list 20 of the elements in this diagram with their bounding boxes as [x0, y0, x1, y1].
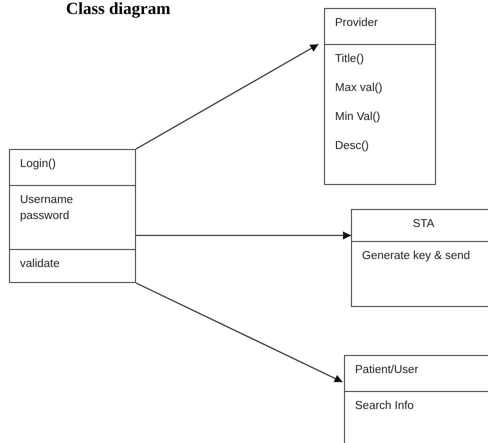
member-text: Generate key & send: [362, 249, 470, 264]
association-arrow: [136, 282, 343, 383]
class-box: [344, 355, 488, 443]
member-text: validate: [20, 257, 60, 272]
class-name: Provider: [335, 16, 378, 31]
class-name: Login(): [20, 157, 56, 172]
member-text: Search Info: [355, 399, 414, 414]
member-text: Max val(): [335, 81, 382, 96]
member-text: Username password: [20, 193, 74, 224]
class-box: [324, 8, 436, 185]
member-text: Min Val(): [335, 110, 380, 125]
class-name: Patient/User: [355, 363, 418, 378]
class-name: STA: [412, 217, 434, 232]
member-text: Desc(): [335, 139, 369, 154]
member-text: Title(): [335, 52, 364, 67]
diagram-title: Class diagram: [66, 0, 170, 18]
class-box: [9, 149, 136, 283]
association-arrow: [136, 44, 319, 150]
association-arrow: [136, 231, 351, 240]
class-box: [351, 209, 488, 307]
